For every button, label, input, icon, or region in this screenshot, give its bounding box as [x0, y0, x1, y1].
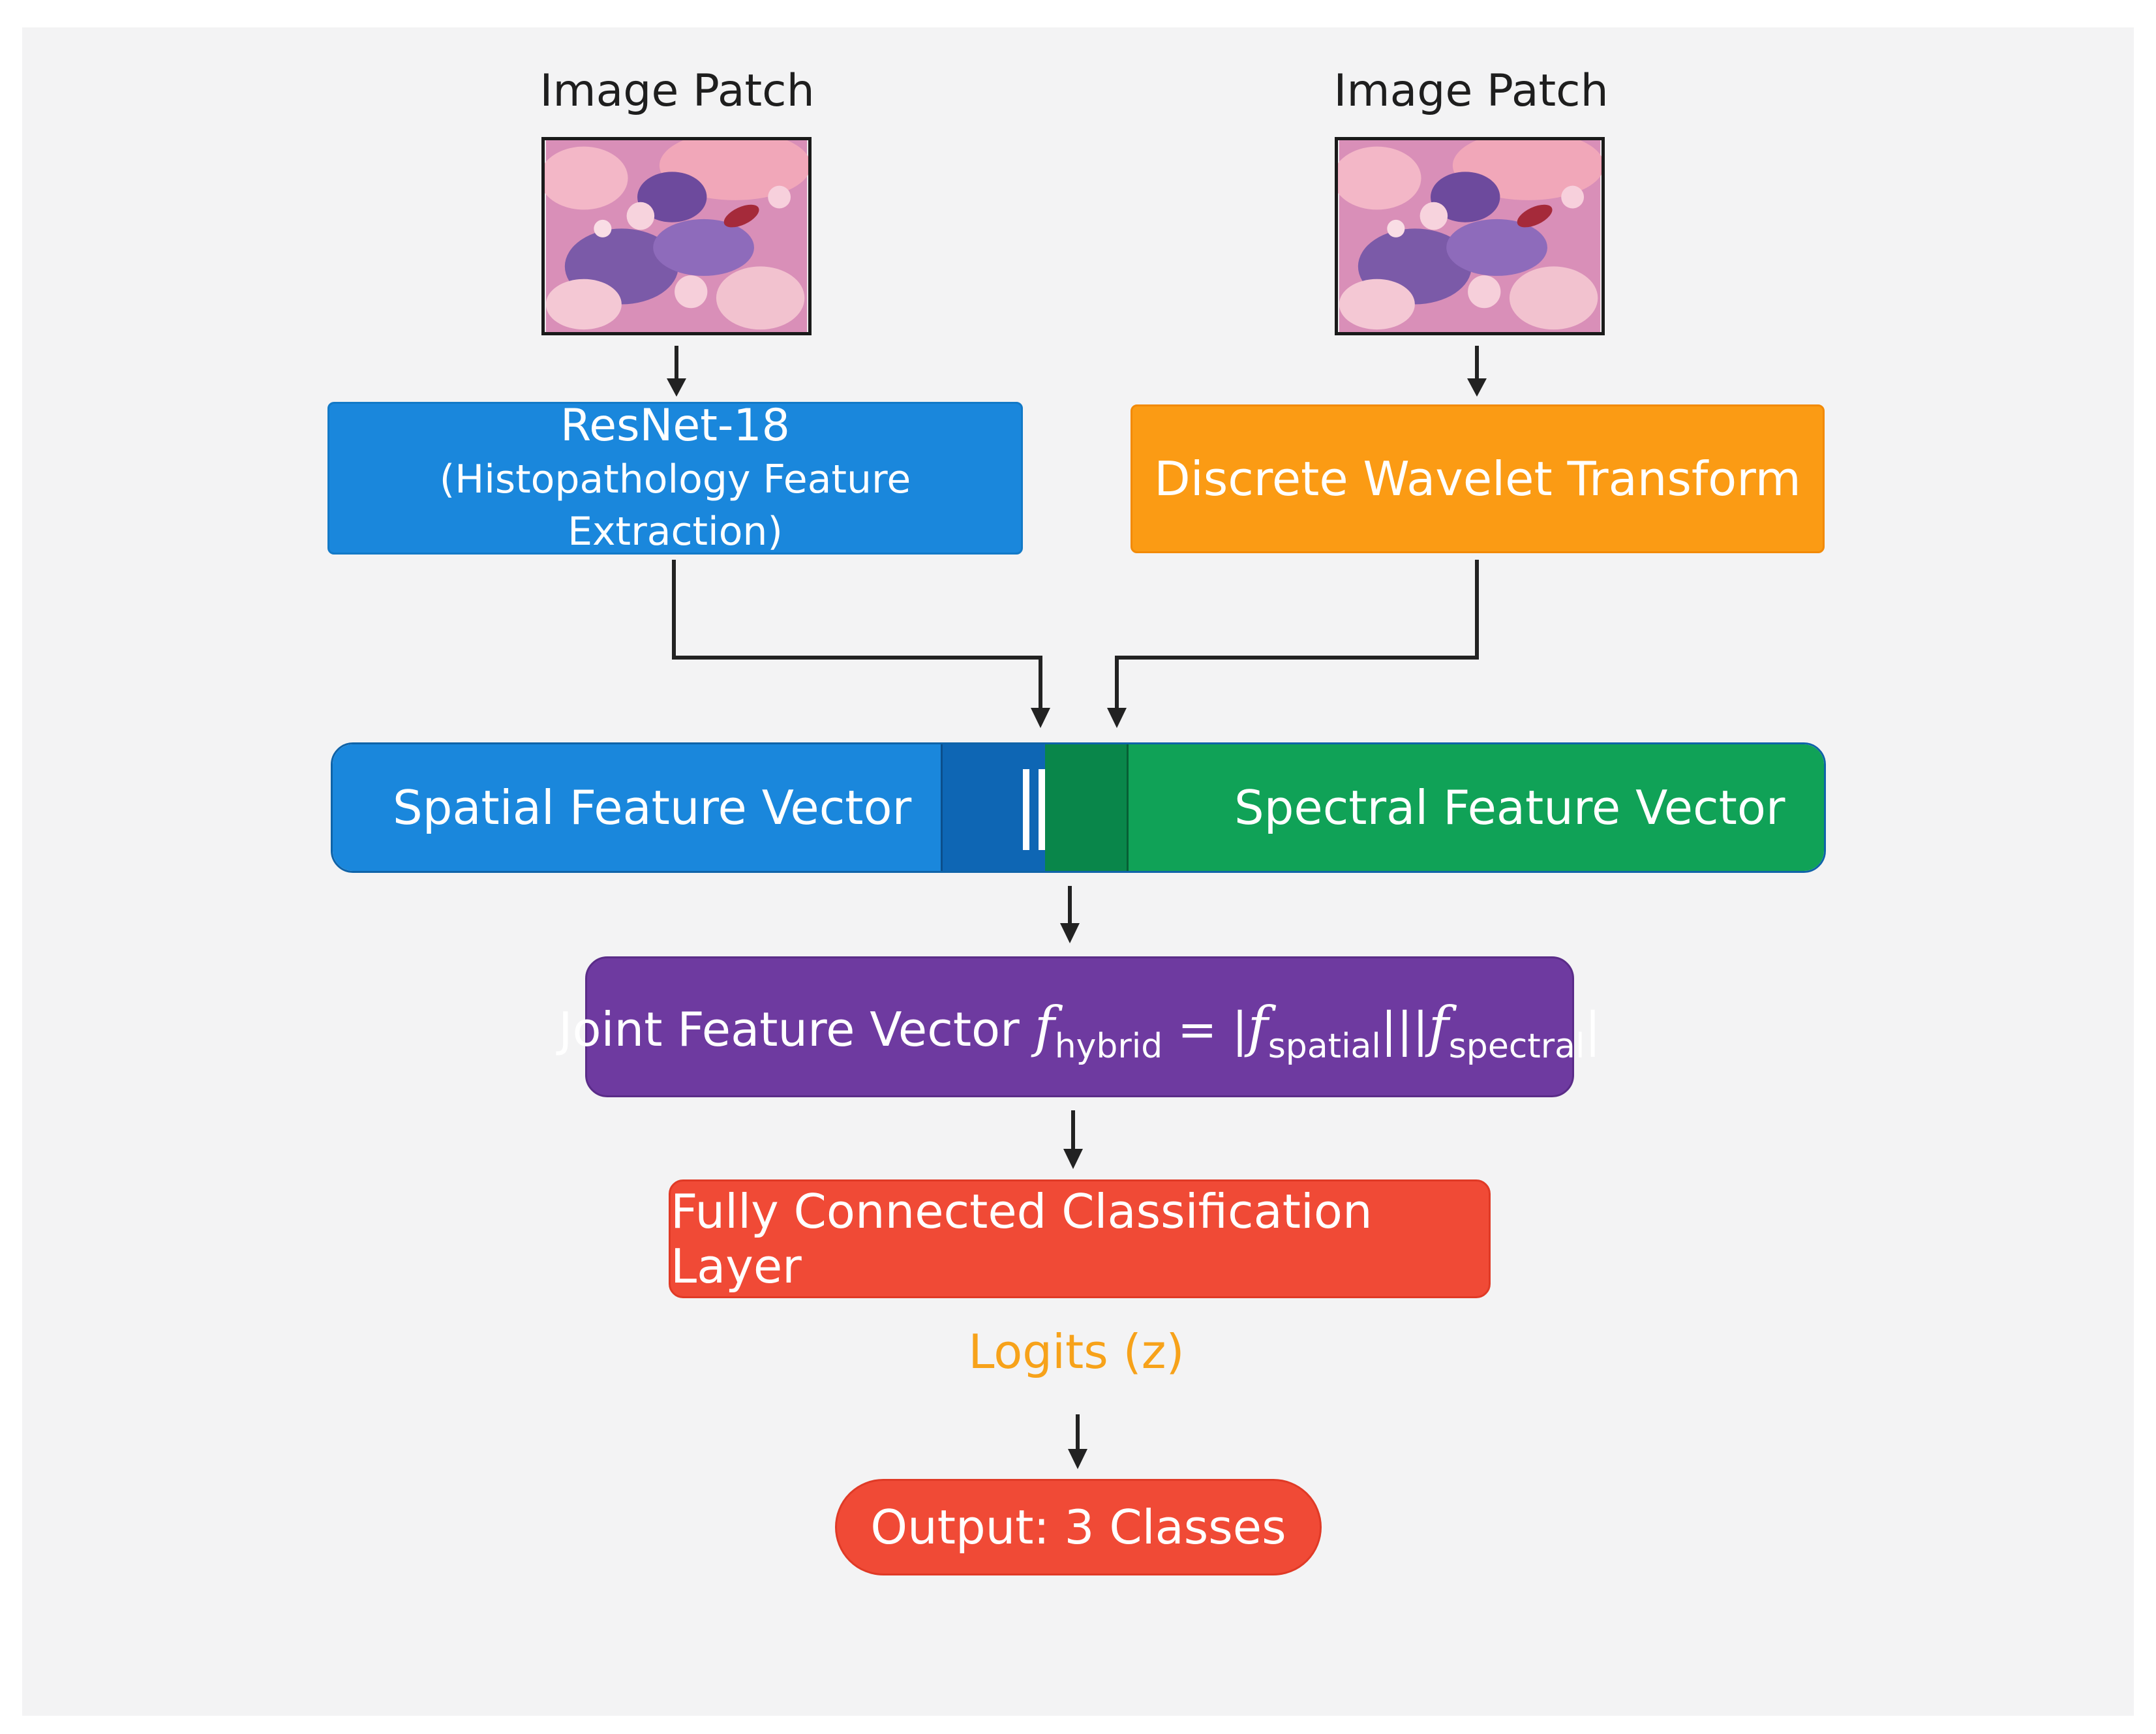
spectral-subscript: spectral [1448, 1027, 1585, 1066]
histology-image-left [545, 140, 808, 332]
right-image-patch [1335, 137, 1605, 335]
dwt-title: Discrete Wavelet Transform [1154, 451, 1801, 506]
output-box: Output: 3 Classes [835, 1479, 1322, 1575]
resnet-subtitle: (Histopathology Feature Extraction) [439, 457, 911, 555]
resnet-box: ResNet-18 (Histopathology Feature Extrac… [327, 400, 1023, 555]
dwt-box: Discrete Wavelet Transform [1131, 404, 1825, 553]
closing-bar: | [1585, 1002, 1601, 1057]
feature-vector-bar: Spatial Feature Vector Spectral Feature … [331, 742, 1826, 873]
spatial-feature-label: Spatial Feature Vector [393, 780, 912, 835]
equals-sign: = | [1162, 1002, 1248, 1057]
connector-resnet-to-features [672, 560, 1042, 711]
arrowhead-icon [1068, 1449, 1087, 1469]
concat-operator: ||| [1380, 1002, 1429, 1057]
arrowhead-icon [1060, 923, 1080, 943]
hybrid-subscript: hybrid [1054, 1027, 1163, 1066]
arrowhead-icon [1107, 708, 1127, 728]
arrowhead-icon [1063, 1149, 1083, 1169]
histology-image-right [1338, 140, 1602, 332]
arrowhead-icon [667, 378, 686, 397]
resnet-title: ResNet-18 [560, 400, 790, 451]
left-input-title: Image Patch [539, 65, 815, 117]
fc-layer-box: Fully Connected Classification Layer [669, 1179, 1491, 1298]
f-symbol-spatial: f [1247, 995, 1268, 1059]
f-symbol-hybrid: f [1034, 995, 1055, 1059]
output-label: Output: 3 Classes [870, 1500, 1286, 1555]
arrowhead-icon [1467, 378, 1487, 397]
right-input-title: Image Patch [1333, 65, 1609, 117]
spectral-feature-label: Spectral Feature Vector [1234, 780, 1785, 835]
concat-bar-1 [1023, 769, 1029, 850]
spectral-segment [1129, 744, 1824, 871]
spatial-subscript: spatial [1268, 1027, 1381, 1066]
arrowhead-icon [1031, 708, 1050, 728]
fc-layer-label: Fully Connected Classification Layer [671, 1184, 1373, 1294]
left-image-patch [541, 137, 812, 335]
joint-formula: Joint Feature Vector f hybrid = | f spat… [558, 995, 1601, 1066]
connector-dwt-to-features [1115, 560, 1479, 711]
concat-bar-2 [1039, 769, 1045, 850]
joint-prefix: Joint Feature Vector [558, 1002, 1020, 1057]
joint-feature-box: Joint Feature Vector f hybrid = | f spat… [558, 956, 1601, 1097]
concat-segment-green [1045, 744, 1129, 871]
f-symbol-spectral: f [1428, 995, 1449, 1059]
spatial-segment [333, 744, 943, 871]
logits-label: Logits (z) [968, 1324, 1185, 1379]
